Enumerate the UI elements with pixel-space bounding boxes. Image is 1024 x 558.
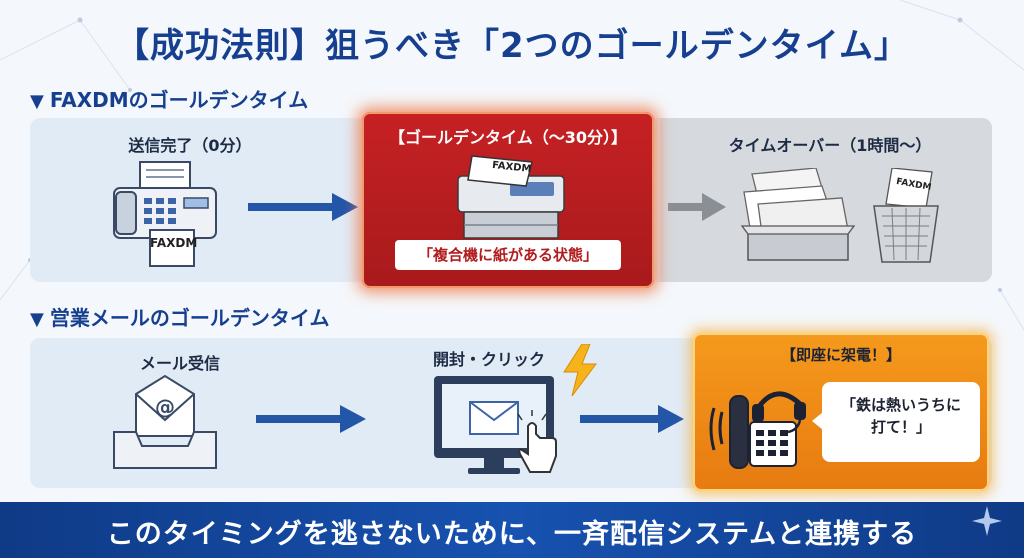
golden-time-title: 【ゴールデンタイム（〜30分）】 xyxy=(389,128,627,147)
speech-bubble: 「鉄は熱いうちに 打て！」 xyxy=(822,382,980,462)
sparkle-icon xyxy=(972,506,1002,536)
golden-time-caption: 「複合機に紙がある状態」 xyxy=(395,240,621,270)
fax-section-label: FAXDMのゴールデンタイム xyxy=(49,88,309,112)
headset-phone-icon xyxy=(709,391,806,469)
mail-section-heading: ▼営業メールのゴールデンタイム xyxy=(30,302,329,331)
mail-step-open-click: 開封・クリック xyxy=(432,350,545,369)
footer-banner xyxy=(0,502,1024,558)
triangle-down-icon: ▼ xyxy=(30,91,44,112)
mail-step-received: メール受信 xyxy=(139,354,220,373)
speech-bubble-line2: 打て！」 xyxy=(870,418,931,436)
fax-machine-icon xyxy=(113,161,217,267)
immediate-call-title: 【即座に架電！】 xyxy=(780,346,901,364)
mail-section-label: 営業メールのゴールデンタイム xyxy=(49,306,330,330)
speech-bubble-tail xyxy=(812,412,823,430)
paper-pile-icon xyxy=(740,168,856,261)
fax-section-heading: ▼FAXDMのゴールデンタイム xyxy=(30,84,308,113)
trash-bin-icon xyxy=(873,168,939,263)
mail-inbox-icon: @ xyxy=(113,374,217,469)
arrow-right-icon xyxy=(256,405,366,433)
printer-icon xyxy=(457,155,565,239)
svg-text:@: @ xyxy=(155,395,175,419)
fax-step-timeover: タイムオーバー（1時間〜） xyxy=(728,136,932,155)
speech-bubble-line1: 「鉄は熱いうちに xyxy=(840,396,961,414)
fax-paper-label: FAXDM xyxy=(150,236,198,250)
footer-message: このタイミングを逃さないために、一斉配信システムと連携する xyxy=(106,519,918,550)
arrow-right-icon xyxy=(248,193,358,221)
arrow-right-icon xyxy=(580,405,684,433)
triangle-down-icon: ▼ xyxy=(30,309,44,330)
page-title: 【成功法則】狙うべき「2つのゴールデンタイム」 xyxy=(115,26,909,66)
arrow-right-gray-icon xyxy=(668,193,726,221)
lightning-icon xyxy=(563,344,597,396)
fax-step-sent: 送信完了（0分） xyxy=(128,136,252,155)
monitor-click-icon xyxy=(434,376,557,474)
